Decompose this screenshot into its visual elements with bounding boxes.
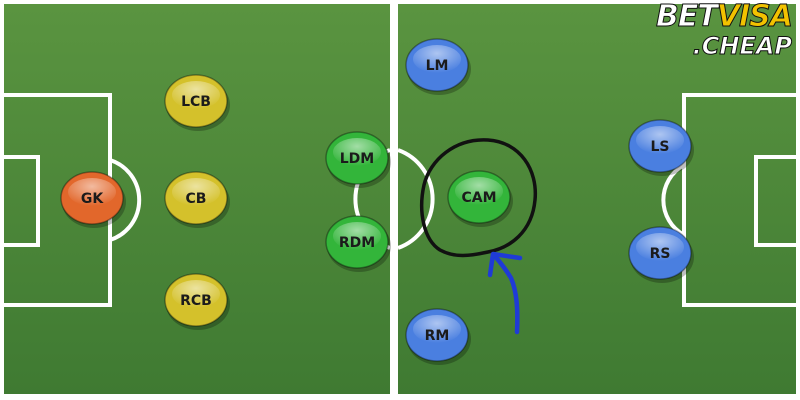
player-label-rcb: RCB bbox=[180, 293, 212, 309]
player-token-ls: LS bbox=[628, 119, 694, 176]
player-token-lm: LM bbox=[405, 38, 471, 95]
player-label-cam: CAM bbox=[461, 190, 496, 206]
player-label-rdm: RDM bbox=[339, 235, 375, 251]
logo-text-bet: BET bbox=[655, 0, 718, 34]
player-label-rs: RS bbox=[650, 246, 671, 262]
brand-logo: BETVISA .CHEAP bbox=[655, 0, 793, 60]
player-label-gk: GK bbox=[81, 191, 104, 207]
player-token-rdm: RDM bbox=[325, 215, 391, 272]
player-token-lcb: LCB bbox=[164, 74, 230, 131]
arrow-annotation bbox=[487, 251, 523, 335]
player-label-ls: LS bbox=[650, 139, 669, 155]
players-layer: GK LCB CB RCB LDM RDM CAM LM RM LS RS bbox=[60, 38, 694, 365]
logo-text-visa: VISA bbox=[716, 0, 793, 34]
player-token-cam: CAM bbox=[447, 170, 513, 227]
player-token-rm: RM bbox=[405, 308, 471, 365]
player-token-ldm: LDM bbox=[325, 131, 391, 188]
player-label-lm: LM bbox=[426, 58, 449, 74]
logo-text-domain: .CHEAP bbox=[692, 32, 792, 60]
player-label-rm: RM bbox=[425, 328, 450, 344]
player-token-cb: CB bbox=[164, 171, 230, 228]
player-label-ldm: LDM bbox=[340, 151, 374, 167]
player-token-gk: GK bbox=[60, 171, 126, 228]
player-label-cb: CB bbox=[186, 191, 207, 207]
player-token-rs: RS bbox=[628, 226, 694, 283]
right-penalty-area bbox=[661, 93, 796, 307]
player-token-rcb: RCB bbox=[164, 273, 230, 330]
player-label-lcb: LCB bbox=[181, 94, 211, 110]
highlight-circle-annotation bbox=[420, 138, 538, 258]
